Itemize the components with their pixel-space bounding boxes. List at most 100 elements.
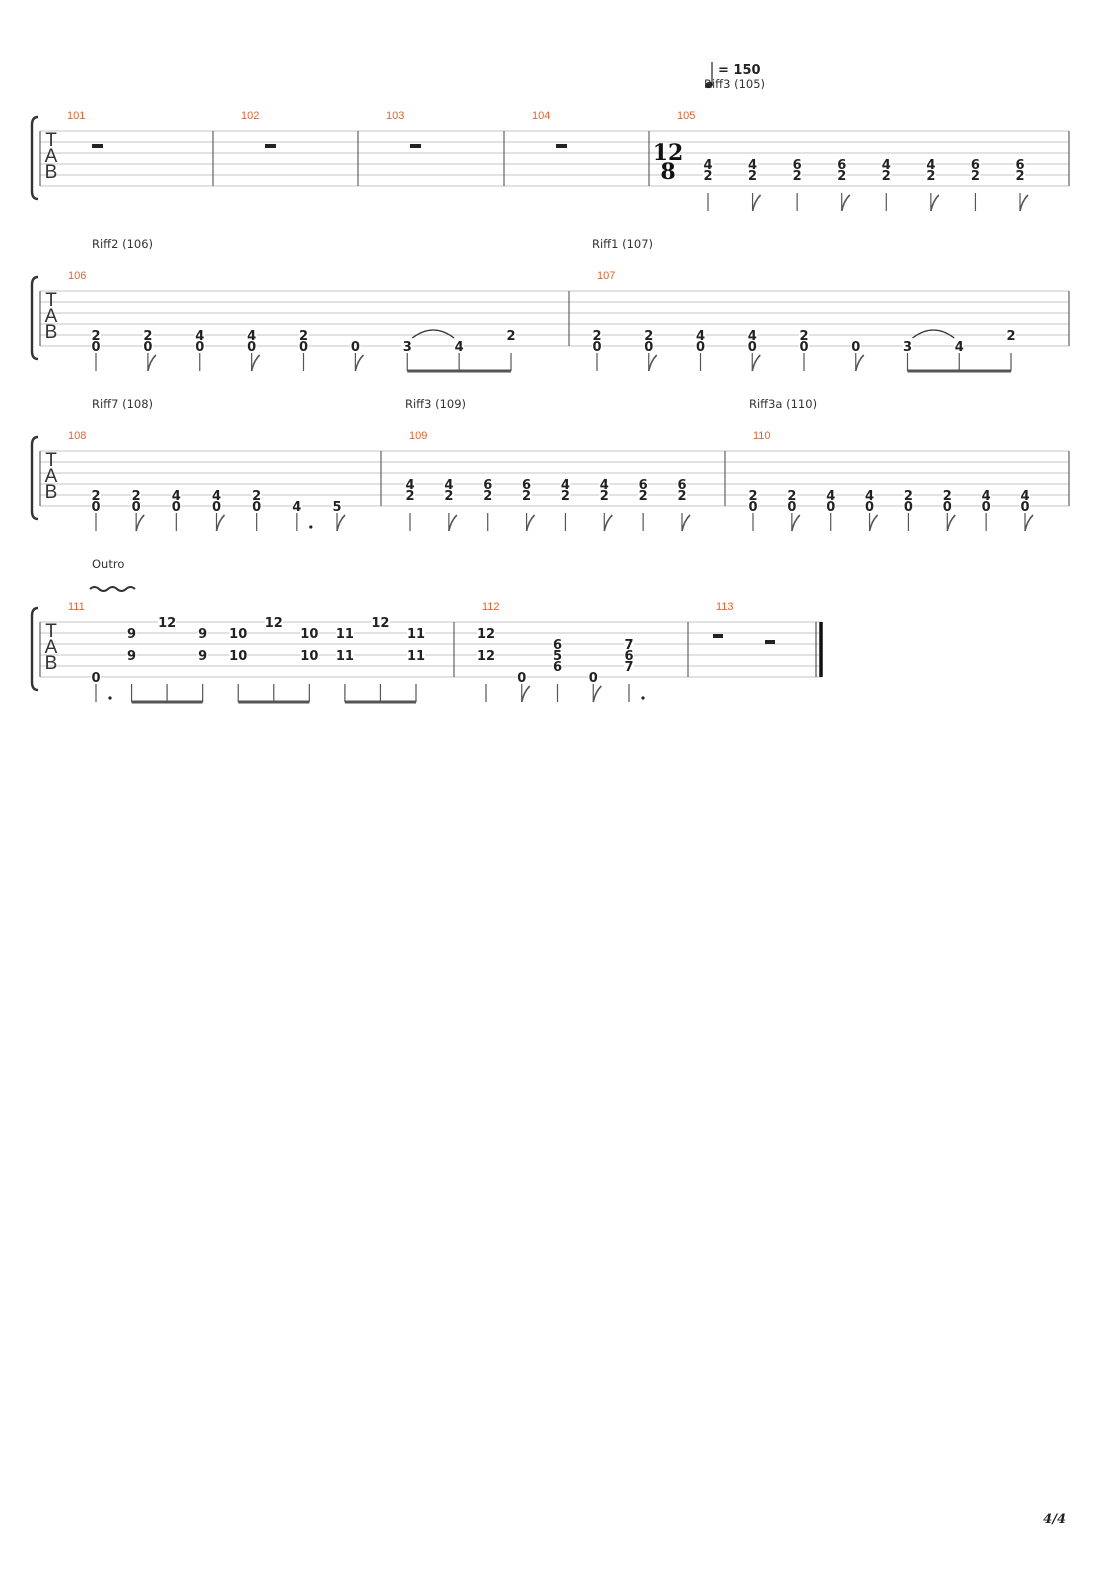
section-label: Outro: [92, 557, 124, 571]
fret-number: 4: [195, 329, 204, 344]
duration-dot: [309, 525, 313, 529]
fret-number: 12: [265, 616, 283, 631]
fret-number: 2: [600, 489, 609, 504]
measure-number: 110: [753, 430, 771, 442]
tab-system: TAB1110991299101012101011111211111121212…: [30, 601, 823, 704]
fret-number: 4: [444, 478, 453, 493]
time-signature-bottom: 8: [660, 159, 675, 185]
fret-number: 0: [799, 340, 808, 355]
fret-number: 4: [292, 500, 301, 515]
fret-number: 6: [624, 649, 633, 664]
fret-number: 2: [405, 489, 414, 504]
fret-backing: [1020, 500, 1030, 511]
fret-number: 9: [198, 649, 207, 664]
measure-number: 102: [241, 110, 259, 122]
fret-number: 12: [371, 616, 389, 631]
fret-number: 2: [703, 169, 712, 184]
rest-symbol: [765, 640, 775, 644]
fret-number: 2: [837, 169, 846, 184]
fret-backing: [158, 616, 177, 627]
fret-number: 6: [837, 158, 846, 173]
fret-backing: [954, 340, 965, 351]
note-flag: [592, 685, 602, 703]
fret-number: 2: [926, 169, 935, 184]
fret-number: 2: [787, 489, 796, 504]
fret-number: 2: [483, 489, 492, 504]
fret-number: 7: [624, 660, 633, 675]
fret-backing: [477, 649, 495, 660]
system-brace: [30, 275, 39, 361]
fret-number: 9: [127, 649, 136, 664]
page-number: 4/4: [1043, 1512, 1066, 1527]
fret-number: 0: [132, 500, 141, 515]
fret-number: 10: [300, 649, 318, 664]
note-flag: [603, 514, 613, 532]
rest-symbol: [92, 144, 103, 148]
fret-number: 4: [748, 158, 757, 173]
fret-number: 0: [943, 500, 952, 515]
fret-number: 0: [91, 340, 100, 355]
tab-clef-letter: B: [45, 162, 58, 183]
fret-backing: [747, 169, 758, 180]
fret-backing: [194, 340, 205, 351]
tab-clef-letter: A: [45, 306, 58, 327]
tab-clef-letter: A: [45, 466, 58, 487]
fret-backing: [405, 478, 415, 489]
tab-clef-letter: B: [45, 322, 58, 343]
fret-backing: [126, 649, 137, 660]
fret-number: 3: [403, 340, 412, 355]
fret-backing: [881, 158, 892, 169]
fret-backing: [748, 500, 758, 511]
measure-number: 106: [68, 270, 86, 282]
note-flag: [840, 194, 851, 212]
fret-backing: [592, 340, 602, 351]
fret-backing: [643, 340, 654, 351]
fret-number: 0: [247, 340, 256, 355]
section-label: Riff2 (106): [92, 237, 153, 251]
fret-backing: [970, 158, 981, 169]
fret-backing: [371, 616, 390, 627]
fret-number: 2: [132, 489, 141, 504]
fret-backing: [799, 329, 809, 340]
tab-clef-letter: B: [45, 653, 58, 674]
section-label: Riff3a (110): [749, 397, 817, 411]
rest-symbol: [713, 634, 723, 638]
fret-backing: [171, 489, 182, 500]
fret-number: 2: [882, 169, 891, 184]
rest-symbol: [556, 144, 567, 148]
fret-backing: [703, 169, 713, 180]
system-brace: [30, 606, 39, 692]
section-label: Riff3 (109): [405, 397, 466, 411]
fret-number: 4: [1020, 489, 1029, 504]
fret-backing: [405, 489, 415, 500]
fret-number: 0: [91, 500, 100, 515]
fret-backing: [925, 158, 936, 169]
note-flag: [681, 514, 691, 532]
note-flag: [336, 514, 346, 532]
fret-backing: [825, 500, 836, 511]
fret-backing: [677, 489, 687, 500]
fret-backing: [825, 489, 836, 500]
fret-backing: [211, 489, 222, 500]
fret-number: 10: [229, 627, 247, 642]
fret-number: 0: [143, 340, 152, 355]
fret-number: 4: [955, 340, 964, 355]
fret-backing: [142, 329, 153, 340]
tab-clef-letter: T: [45, 290, 57, 311]
fret-number: 12: [158, 616, 176, 631]
fret-backing: [799, 340, 809, 351]
fret-backing: [482, 489, 493, 500]
fret-backing: [194, 329, 205, 340]
measure-number: 105: [677, 110, 695, 122]
fret-number: 4: [982, 489, 991, 504]
tab-clef-letter: B: [45, 482, 58, 503]
fret-backing: [335, 649, 354, 660]
fret-backing: [142, 340, 153, 351]
note-flag: [147, 354, 157, 372]
fret-backing: [792, 158, 803, 169]
fret-backing: [335, 627, 354, 638]
fret-backing: [300, 649, 319, 660]
fret-backing: [350, 340, 361, 351]
